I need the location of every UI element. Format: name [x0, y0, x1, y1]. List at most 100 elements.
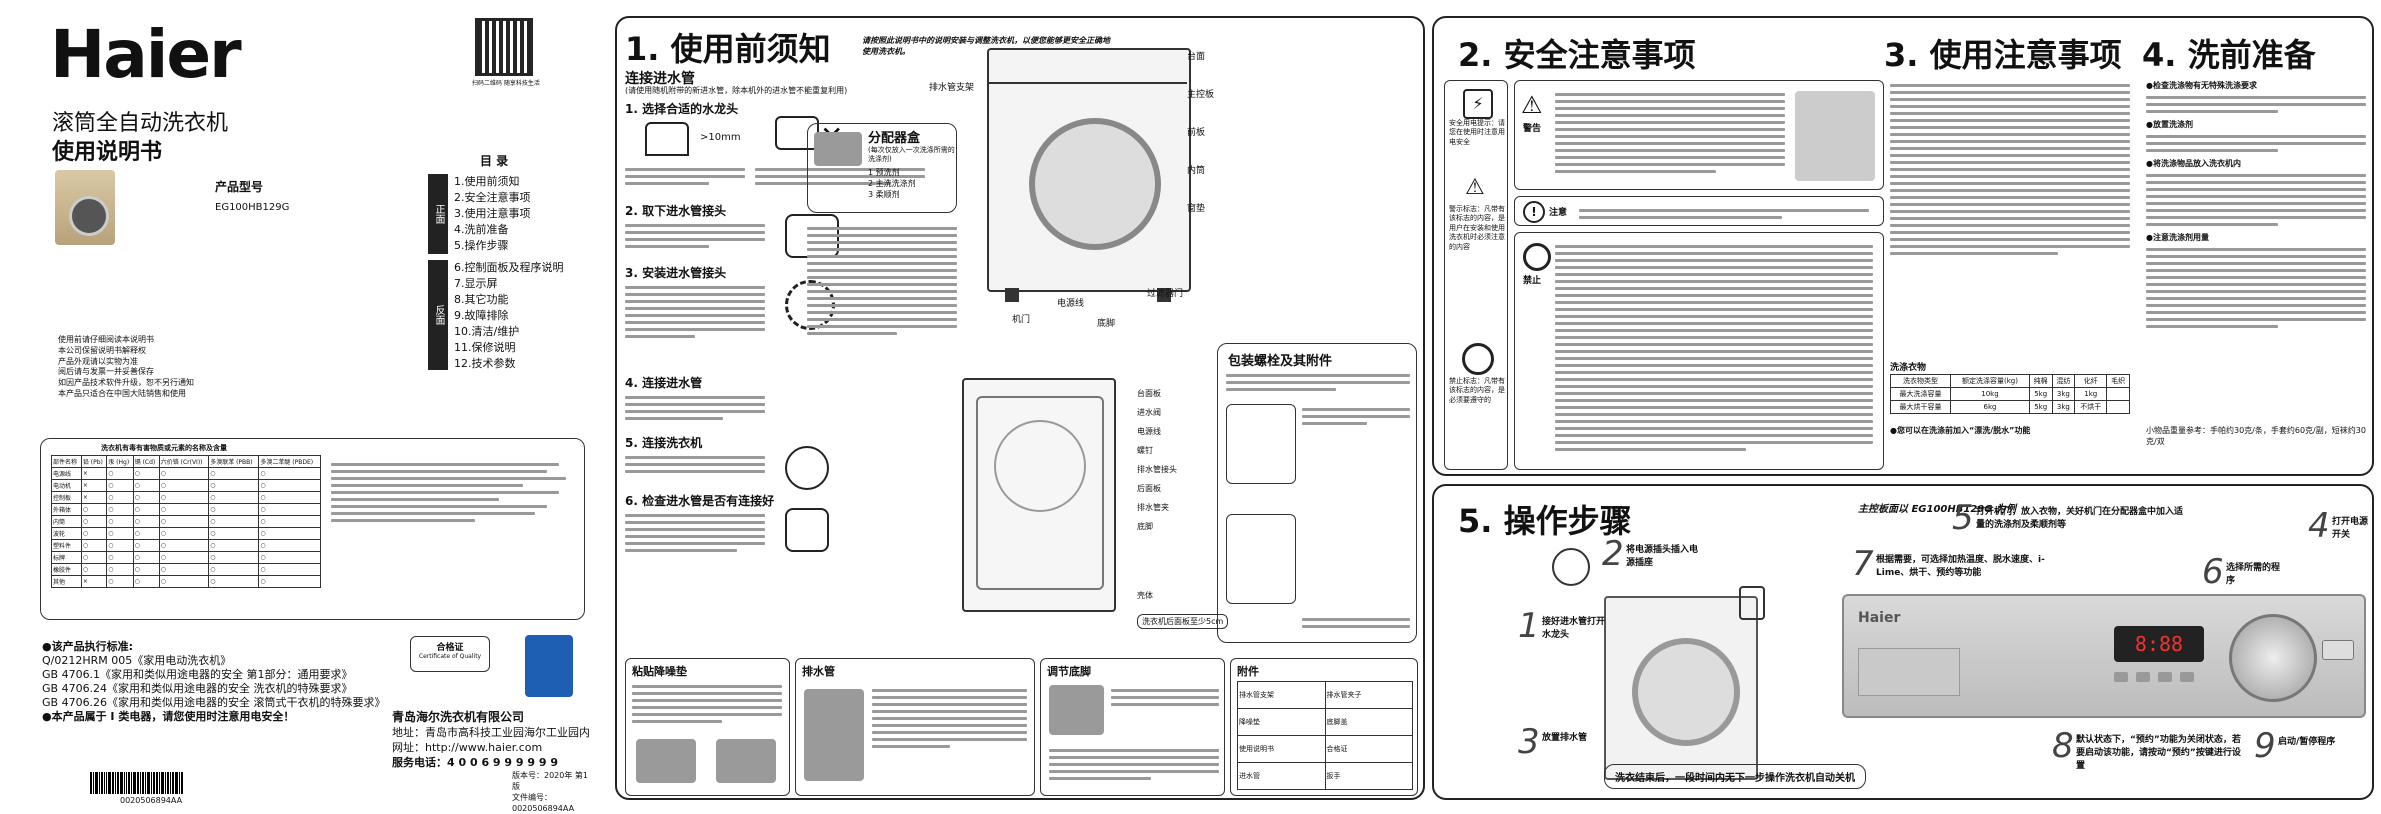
note-item: 本公司保留说明书解释权 — [58, 345, 146, 355]
part-label: 内筒 — [1187, 166, 1206, 176]
table-row: 标牌○○○○○○ — [51, 551, 321, 564]
back-part-label: 进水阀 — [1137, 408, 1161, 417]
bottom-title: 附件 — [1237, 665, 1259, 678]
toc-item[interactable]: 3.使用注意事项 — [454, 207, 531, 220]
dispenser-box: 分配器盒 (每次仅放入一次洗涤所需的洗涤剂) 1 预洗剂 2 主洗洗涤剂 3 柔… — [807, 123, 957, 213]
table-cell: 电源线 — [51, 467, 82, 480]
back-part-label: 底脚 — [1137, 522, 1153, 531]
standards-title: ●该产品执行标准: — [42, 640, 133, 653]
section1-subtitle: 请按照此说明书中的说明安装与调整洗衣机，以便您能够更安全正确地使用洗衣机。 — [862, 36, 1110, 56]
capacity-table: 洗衣物类型 额定洗涤容量(kg) 纯棉 混纺 化纤 毛织 最大洗涤容量 10kg… — [1889, 374, 2130, 414]
product-photo — [55, 170, 115, 245]
toc-item[interactable]: 10.清洁/维护 — [454, 325, 520, 338]
toc-item[interactable]: 4.洗前准备 — [454, 223, 509, 236]
toc-item[interactable]: 5.操作步骤 — [454, 239, 509, 252]
step-4: 4 打开电源开关 — [2308, 506, 2368, 546]
note-item: 本产品只适合在中国大陆销售和使用 — [58, 388, 186, 398]
table-cell: 内筒 — [51, 515, 82, 528]
table-row: 最大洗涤容量 10kg 5kg 3kg 1kg — [1889, 387, 2130, 401]
function-button[interactable] — [2136, 672, 2150, 682]
energy-badge — [525, 635, 573, 697]
prohibit-head: 禁止 — [1523, 276, 1542, 286]
section1-title: 1. 使用前须知 — [625, 30, 831, 68]
step-1: 1 接好进水管打开水龙头 — [1518, 606, 1605, 646]
table-row: 电源线×○○○○○ — [51, 467, 321, 480]
function-button[interactable] — [2114, 672, 2128, 682]
toc-item[interactable]: 12.技术参数 — [454, 357, 516, 370]
capacity-note: 小物品重量参考：手帕约30克/条，手套约60克/副，短袜约30克/双 — [2146, 426, 2366, 446]
section1-panel: 1. 使用前须知 请按照此说明书中的说明安装与调整洗衣机，以便您能够更安全正确地… — [615, 16, 1425, 800]
prohibit-row-icon — [1523, 243, 1551, 271]
dispenser-note: (每次仅放入一次洗涤所需的洗涤剂) — [868, 146, 955, 164]
company-website[interactable]: 网址：http://www.haier.com — [392, 741, 543, 754]
table-header: 纯棉 — [2028, 374, 2053, 388]
title-line1: 滚筒全自动洗衣机 — [52, 111, 229, 136]
toc-item[interactable]: 11.保修说明 — [454, 341, 516, 354]
accessory: 排水管夹子 — [1324, 681, 1413, 709]
back-part-label: 排水管接头 — [1137, 465, 1177, 474]
check-icon — [785, 508, 829, 552]
standard-item: GB 4706.1《家用和类似用途电器的安全 第1部分：通用要求》 — [42, 668, 353, 681]
start-pause-button[interactable] — [2322, 640, 2354, 660]
accessory: 降噪垫 — [1237, 708, 1326, 736]
door-drawing — [1029, 118, 1161, 250]
hazard-table: 部件名称 铅 (Pb) 汞 (Hg) 镉 (Cd) 六价铬 (Cr(VI)) 多… — [51, 455, 321, 588]
table-header: 化纤 — [2074, 374, 2108, 388]
barcode — [90, 772, 230, 794]
bottom-title: 排水管 — [802, 665, 835, 678]
part-label: 电源线 — [1057, 299, 1085, 309]
toc-item[interactable]: 1.使用前须知 — [454, 175, 520, 188]
barcode-number: 0020506894AA — [120, 796, 183, 805]
table-cell: 3kg — [2051, 400, 2076, 414]
toc-tab-front-label: 正面 — [433, 204, 444, 224]
table-cell: 控制板 — [51, 491, 82, 504]
table-cell: 橡胶件 — [51, 563, 82, 576]
toc-item[interactable]: 2.安全注意事项 — [454, 191, 531, 204]
drawer-handle[interactable] — [1858, 648, 1960, 696]
function-button[interactable] — [2158, 672, 2172, 682]
dispenser-item: 3 柔顺剂 — [868, 189, 900, 199]
toc-item[interactable]: 8.其它功能 — [454, 293, 509, 306]
table-row: 内筒○○○○○○ — [51, 515, 321, 528]
hazard-table-box: 洗衣机有毒有害物质或元素的名称及含量 部件名称 铅 (Pb) 汞 (Hg) 镉 … — [40, 438, 585, 620]
dispenser-item: 2 主洗洗涤剂 — [868, 178, 916, 188]
table-cell: 5kg — [2028, 387, 2053, 401]
step-number: 5 — [1952, 498, 1974, 538]
step-number: 7 — [1852, 544, 1874, 584]
toc-item[interactable]: 9.故障排除 — [454, 309, 509, 322]
company-hotline: 服务电话：4 0 0 6 9 9 9 9 9 9 — [392, 756, 559, 769]
power-icon: ⚡ — [1463, 89, 1493, 119]
table-row: 其他×○○○○○ — [51, 575, 321, 588]
prep-tip: ●检查洗涤物有无特殊洗涤要求 — [2146, 81, 2257, 90]
dispenser-title: 分配器盒 — [868, 131, 921, 146]
table-header: 汞 (Hg) — [106, 455, 134, 468]
brand-logo: Haier — [50, 16, 242, 93]
part-label: 机门 — [1012, 315, 1031, 325]
table-cell: 1kg — [2074, 387, 2108, 401]
table-row: 橡胶件○○○○○○ — [51, 563, 321, 576]
caution-head: 注意 — [1549, 208, 1568, 218]
back-part-label: 电源线 — [1137, 427, 1161, 436]
hose-subtitle: (请使用随机附带的新进水管，除本机外的进水管不能重复利用) — [625, 86, 848, 95]
qr-code[interactable] — [475, 18, 533, 76]
part-label: 窗垫 — [1187, 204, 1206, 214]
accessory: 排水管支架 — [1237, 681, 1326, 709]
toc-item[interactable]: 6.控制面板及程序说明 — [454, 261, 564, 274]
display-screen: 8:88 — [2114, 626, 2204, 662]
toc-item[interactable]: 7.显示屏 — [454, 277, 498, 290]
part-label: 底脚 — [1097, 319, 1116, 329]
warn-head: 警告 — [1523, 124, 1542, 134]
section234-panel: 2. 安全注意事项 ⚡ 安全用电提示：请您在使用时注意用电安全 ⚠ 警示标志：凡… — [1432, 16, 2374, 476]
cert-title: 合格证 — [436, 643, 464, 653]
section3-tip: ●您可以在洗涤前加入“漂洗/脱水”功能 — [1890, 426, 2031, 435]
table-cell: 5kg — [2028, 400, 2053, 414]
step-7: 7 根据需要，可选择加热温度、脱水速度、i-Lime、烘干、预约等功能 — [1852, 544, 2045, 584]
accessory: 扳手 — [1324, 762, 1413, 790]
program-knob[interactable] — [2229, 614, 2317, 702]
company-block: 青岛海尔洗衣机有限公司 地址：青岛市高科技工业园海尔工业园内 网址：http:/… — [392, 710, 590, 814]
function-button[interactable] — [2180, 672, 2194, 682]
back-parts-labels: 台面板 进水阀 电源线 螺钉 排水管接头 后面板 排水管夹 底脚 — [1137, 384, 1177, 536]
table-cell: 波轮 — [51, 527, 82, 540]
step-4: 4. 连接进水管 — [625, 376, 703, 390]
step-9: 9 启动/暂停程序 — [2254, 726, 2335, 766]
